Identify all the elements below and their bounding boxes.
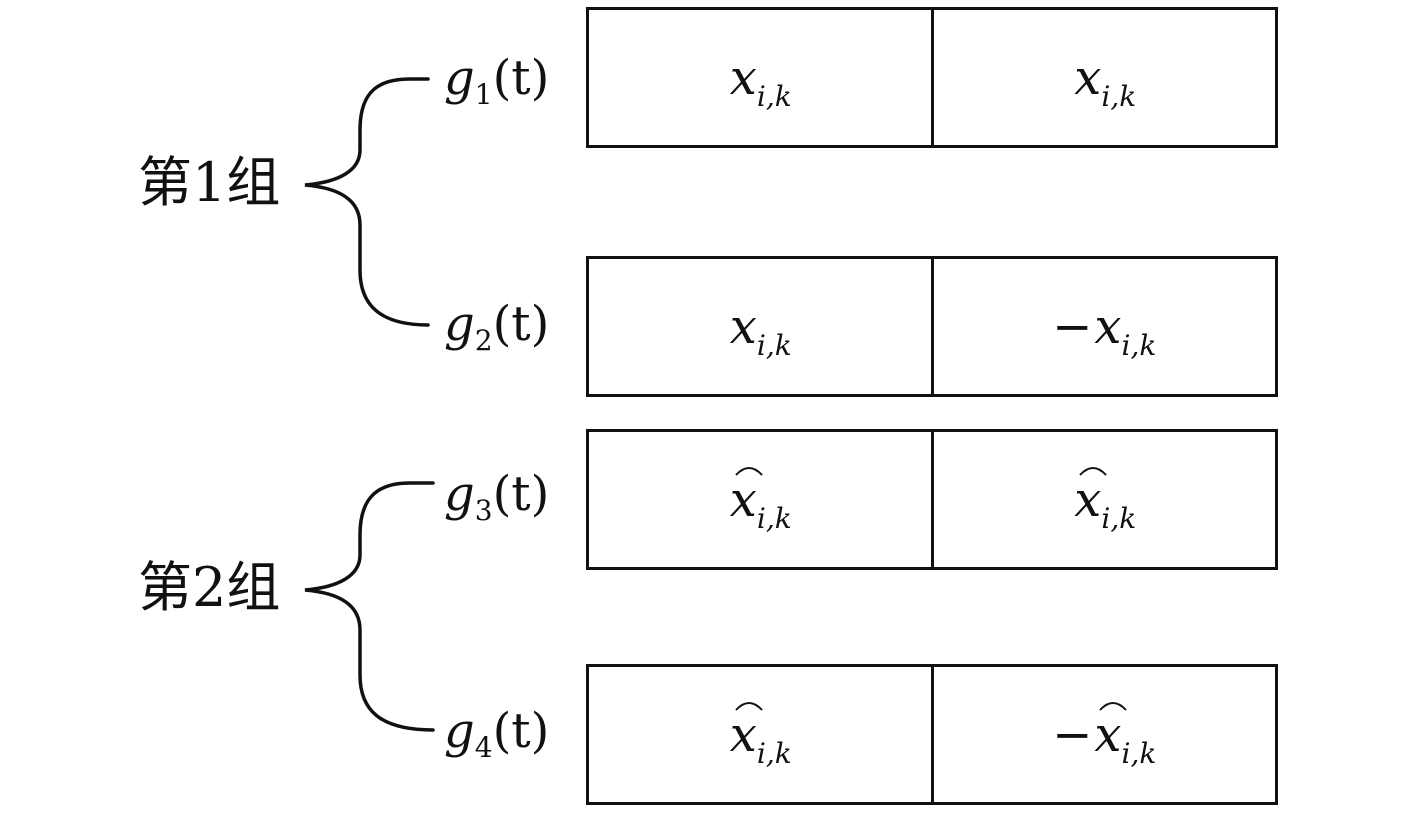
function-argument: (t)	[492, 296, 550, 352]
function-label-g1: g1(t)	[444, 50, 550, 109]
symbol-base: x	[729, 298, 757, 355]
symbol-base: x	[1094, 706, 1122, 763]
function-letter: g	[444, 466, 475, 522]
function-argument: (t)	[492, 50, 550, 106]
function-index: 4	[474, 731, 493, 764]
sign: −	[1052, 706, 1093, 763]
symbol-subscript: i,k	[1101, 501, 1137, 535]
group-label-2: 第2组	[138, 556, 281, 619]
function-letter: g	[444, 703, 475, 759]
symbol-subscript: i,k	[756, 736, 792, 770]
symbol-base: x	[1074, 471, 1102, 528]
symbol-subscript: i,k	[756, 79, 792, 113]
function-letter: g	[444, 50, 475, 106]
sequence-cell: xi,k	[930, 10, 1276, 145]
symbol-base: x	[1074, 49, 1102, 106]
sequence-cell: − xi,k	[930, 667, 1276, 802]
symbol-subscript: i,k	[1121, 736, 1157, 770]
sequence-cell: − xi,k	[930, 259, 1276, 394]
sequence-row-2: xi,k − xi,k	[586, 256, 1278, 397]
symbol-subscript: i,k	[756, 328, 792, 362]
arc-accent-icon	[735, 701, 763, 711]
arc-accent-icon	[1079, 466, 1108, 476]
function-argument: (t)	[492, 703, 550, 759]
sequence-cell: xi,k	[589, 259, 931, 394]
function-label-g2: g2(t)	[444, 296, 550, 355]
symbol: xi,k	[730, 303, 792, 360]
symbol: xi,k	[1074, 54, 1136, 111]
arc-accent-icon	[1099, 701, 1128, 711]
sequence-cell: xi,k	[589, 432, 931, 567]
symbol-base: x	[729, 471, 757, 528]
arc-accent-icon	[735, 466, 763, 476]
function-letter: g	[444, 296, 475, 352]
group-label-1: 第1组	[138, 151, 281, 214]
sequence-cell: xi,k	[930, 432, 1276, 567]
sequence-cell: xi,k	[589, 667, 931, 802]
symbol-subscript: i,k	[756, 501, 792, 535]
symbol: xi,k	[1094, 701, 1156, 767]
function-label-g4: g4(t)	[444, 703, 550, 762]
symbol-base: x	[729, 706, 757, 763]
symbol-base: x	[729, 49, 757, 106]
symbol: xi,k	[730, 466, 792, 532]
sequence-cell: xi,k	[589, 10, 931, 145]
brace-group-1	[304, 77, 430, 327]
symbol: xi,k	[730, 54, 792, 111]
symbol: xi,k	[1074, 466, 1136, 532]
symbol: xi,k	[1094, 303, 1156, 360]
sequence-row-1: xi,k xi,k	[586, 7, 1278, 148]
function-index: 1	[474, 78, 493, 111]
brace-group-2	[304, 481, 435, 732]
function-index: 3	[474, 494, 493, 527]
sequence-row-4: xi,k − xi,k	[586, 664, 1278, 805]
symbol-subscript: i,k	[1121, 328, 1157, 362]
function-index: 2	[474, 324, 493, 357]
symbol-subscript: i,k	[1101, 79, 1137, 113]
function-label-g3: g3(t)	[444, 466, 550, 525]
symbol-base: x	[1094, 298, 1122, 355]
sign: −	[1052, 298, 1093, 355]
sequence-row-3: xi,k xi,k	[586, 429, 1278, 570]
symbol: xi,k	[730, 701, 792, 767]
function-argument: (t)	[492, 466, 550, 522]
